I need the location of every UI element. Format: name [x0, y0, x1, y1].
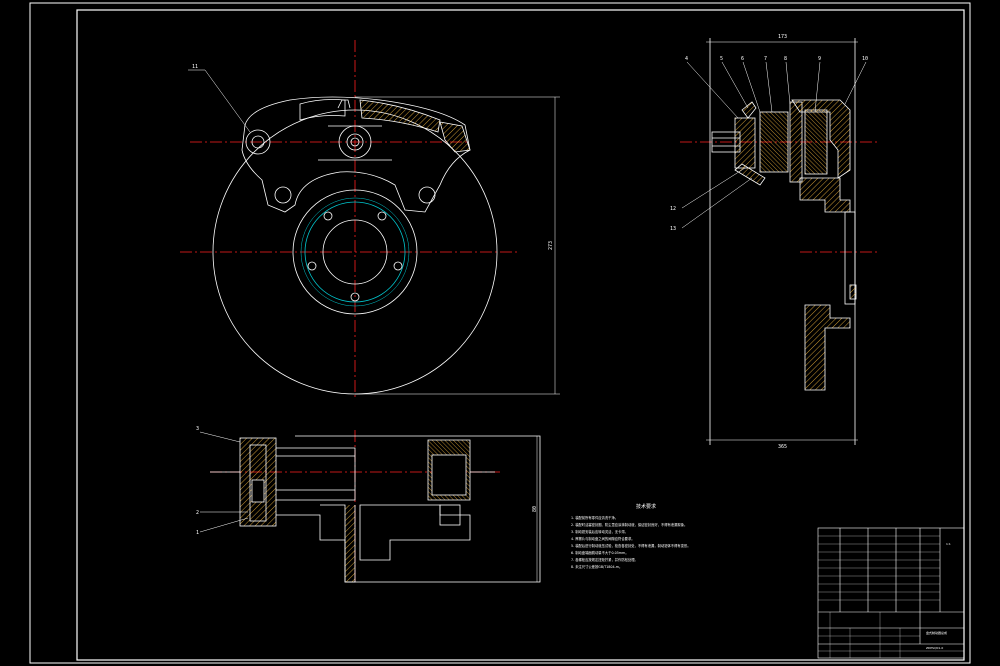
note-line: 5. 装配后进行制动液压试验，检查各密封处，不得有泄漏，制动钳体不得有变形。 [571, 543, 691, 548]
balloon-13: 13 [670, 226, 676, 232]
side-section-view [680, 38, 880, 445]
balloon-9: 9 [818, 56, 821, 62]
balloon-12: 12 [670, 206, 676, 212]
note-line: 1. 装配前所有零件应清洗干净。 [571, 515, 618, 520]
dim-bottom-width: 365 [778, 444, 787, 450]
title-block [817, 527, 965, 659]
bolt-holes [307, 211, 403, 302]
note-line: 3. 制动钳安装后应转动灵活，无卡滞。 [571, 529, 628, 534]
technical-notes: 技术要求 1. 装配前所有零件应清洗干净。 2. 装配时活塞密封圈、防尘罩应涂抹… [571, 503, 691, 569]
caliper-body [241, 96, 471, 213]
note-line: 7. 各螺栓应按规定扭矩拧紧，并作防松处理。 [571, 557, 638, 562]
dim-section-height: 80 [532, 506, 538, 512]
dim-top-width: 173 [778, 34, 787, 40]
bolt-circle [304, 201, 406, 303]
drawing-name: 盘式制动器总成 [926, 630, 947, 635]
dim-front-height: 273 [548, 241, 554, 250]
inner-border [76, 9, 965, 661]
notes-title: 技术要求 [636, 503, 656, 510]
guide-pin-left [245, 129, 271, 155]
drawing-number: ZDPSQ01-0 [926, 646, 943, 650]
balloon-1: 1 [196, 530, 199, 536]
balloon-5: 5 [720, 56, 723, 62]
balloon-2: 2 [196, 510, 199, 516]
side-balloons: 4 5 6 7 8 9 10 12 13 [670, 56, 868, 232]
balloon-4: 4 [685, 56, 688, 62]
scale-value: 1:1 [946, 542, 951, 546]
note-line: 4. 摩擦片与制动盘之间的间隙应符合要求。 [571, 536, 635, 541]
front-view [180, 40, 560, 400]
balloon-10: 10 [862, 56, 868, 62]
bottom-view [199, 430, 541, 585]
balloon-3: 3 [196, 426, 199, 432]
balloon-6: 6 [741, 56, 744, 62]
balloon-8: 8 [784, 56, 787, 62]
note-line: 8. 未注尺寸公差按GB/T1804-m。 [571, 564, 622, 569]
note-line: 2. 装配时活塞密封圈、防尘罩应涂抹制动液，保证密封良好，不得有泄漏现象。 [571, 522, 687, 527]
outer-border [29, 2, 971, 664]
note-line: 6. 制动盘端面跳动量不大于0.05mm。 [571, 550, 629, 555]
balloon-11: 11 [192, 64, 198, 70]
balloon-7: 7 [764, 56, 767, 62]
